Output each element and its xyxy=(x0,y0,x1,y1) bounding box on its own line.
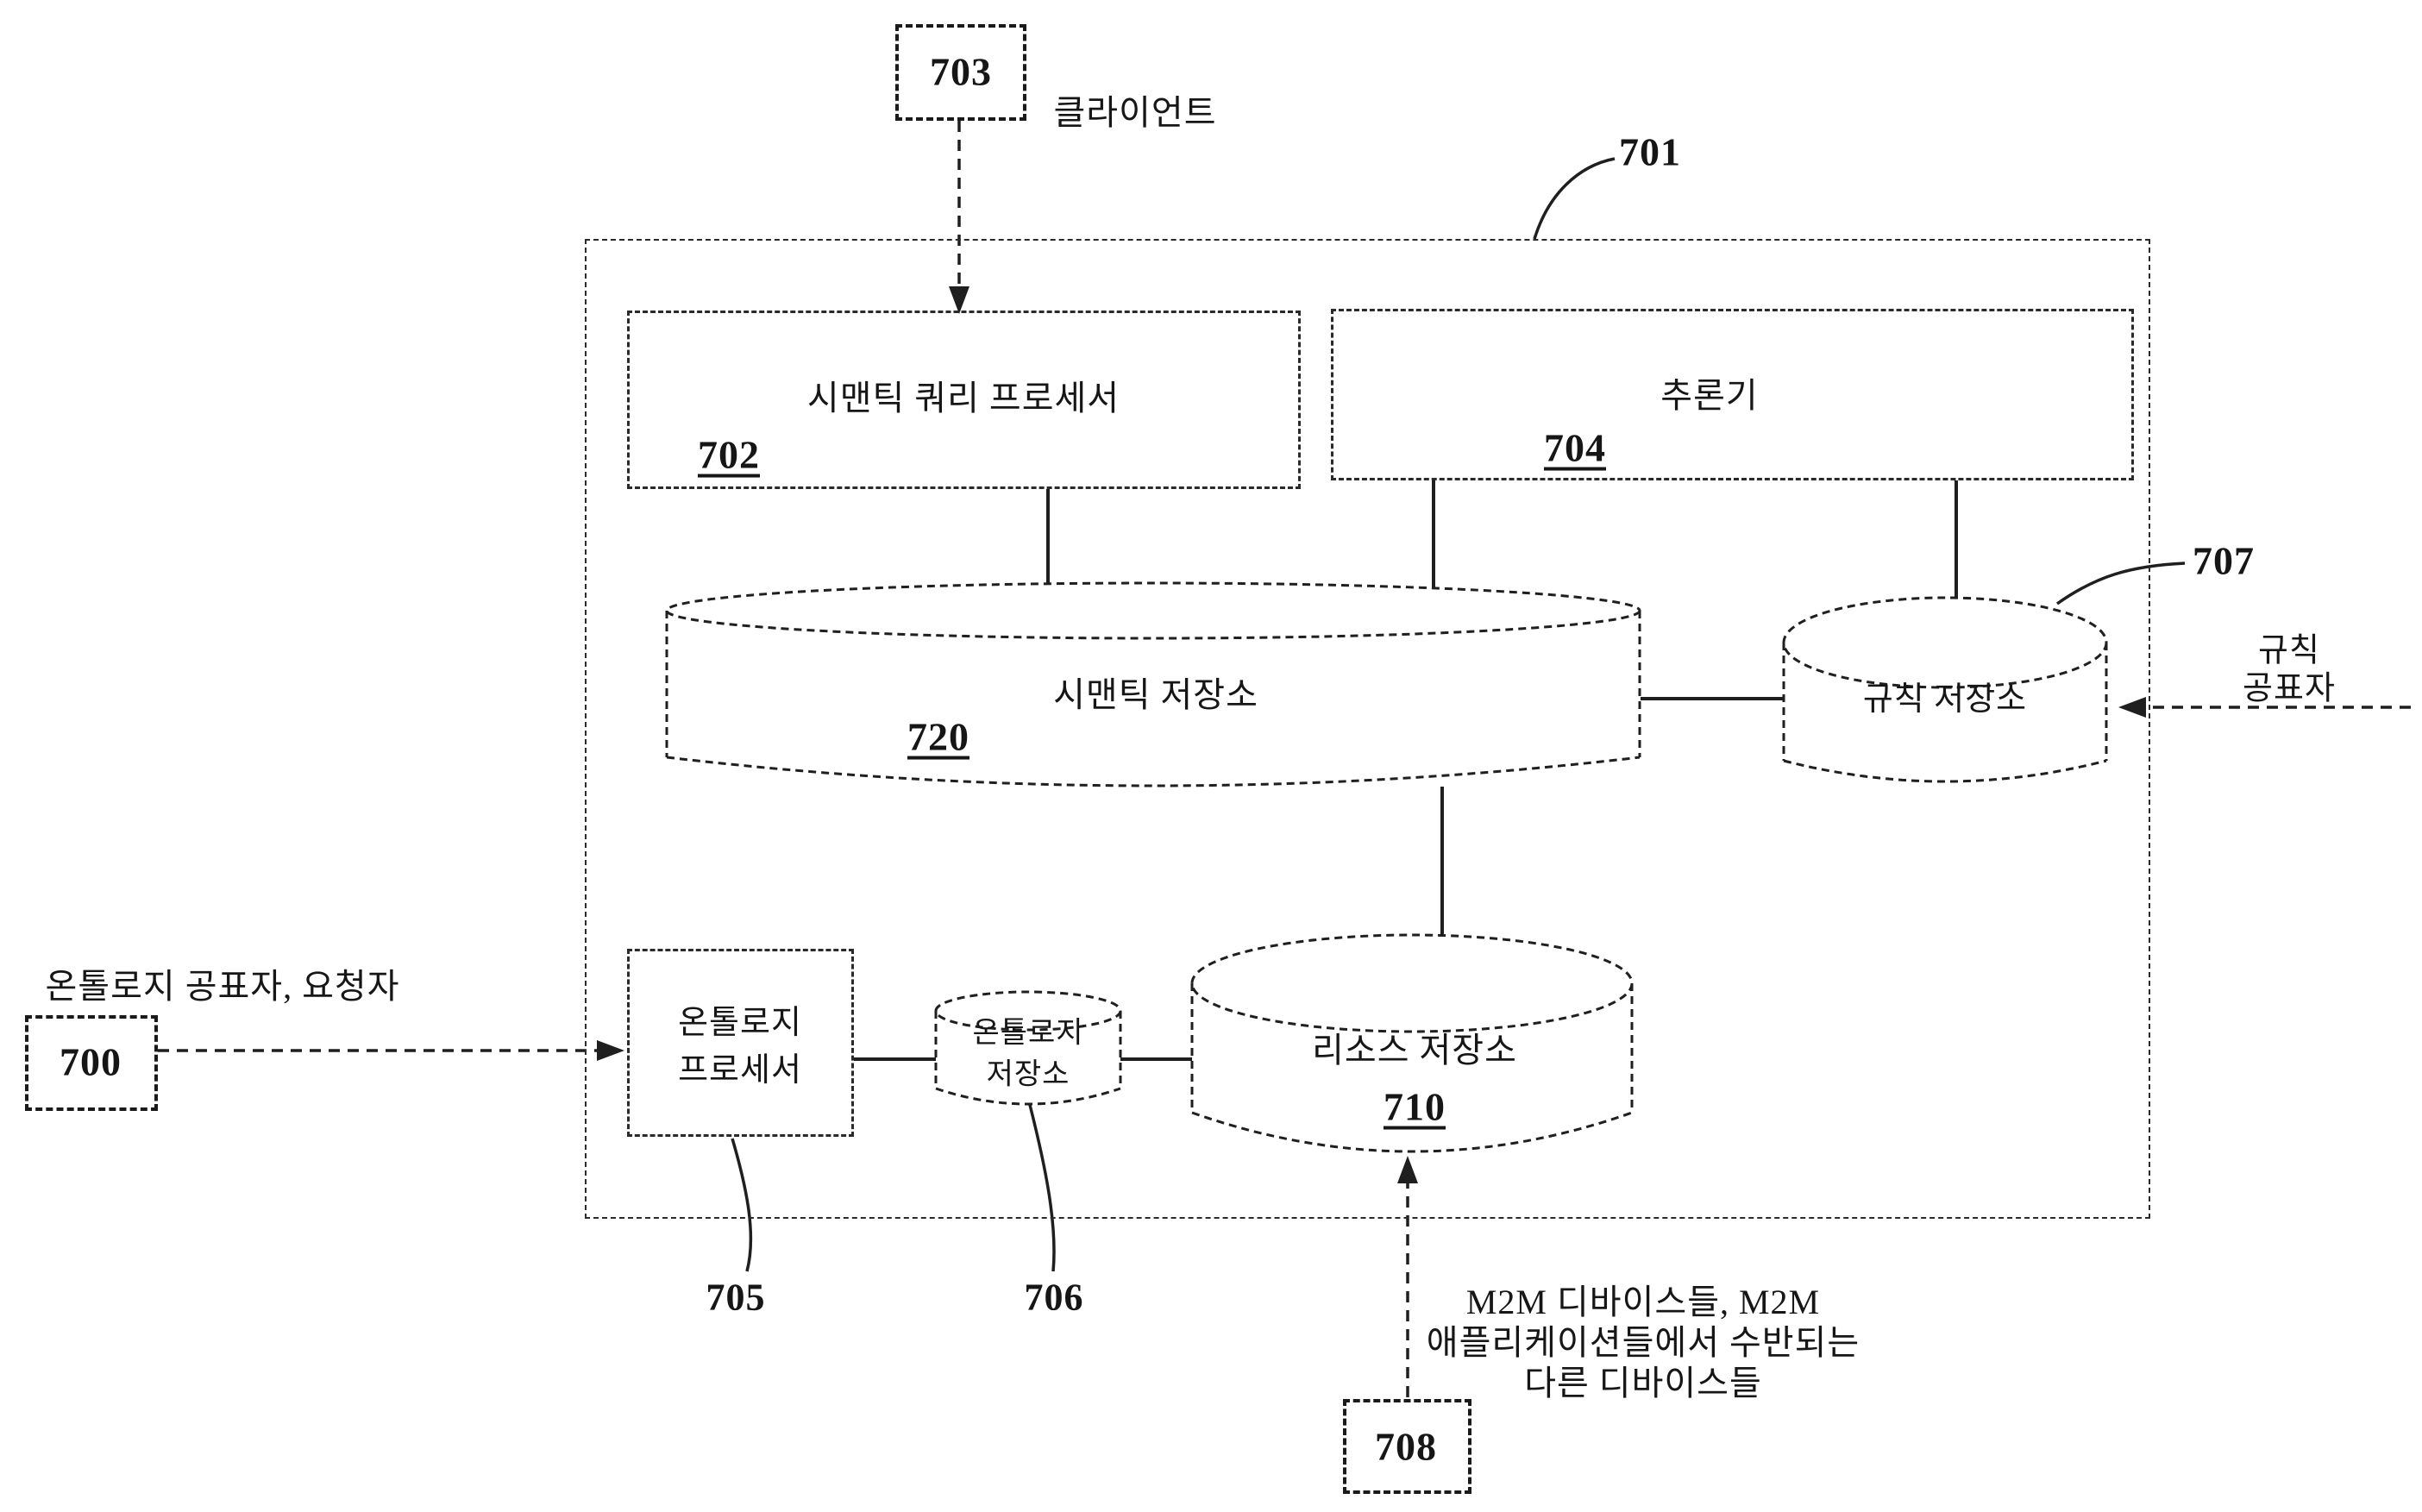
reasoner-title: 추론기 xyxy=(1660,376,1759,415)
arrowheads xyxy=(597,286,2146,1183)
semantic-store-cylinder xyxy=(665,581,1641,787)
leader-701 xyxy=(1533,157,1616,240)
ontology-store-title: 온톨로지 저장소 xyxy=(972,1013,1083,1095)
arrowhead-down-icon xyxy=(949,286,969,314)
m2m-devices-box xyxy=(1343,1399,1471,1494)
reasoner-box xyxy=(1331,309,2134,480)
arrowhead-right-icon xyxy=(597,1040,624,1061)
resource-store-cylinder xyxy=(1190,933,1634,1153)
ontology-processor-ref: 705 xyxy=(706,1276,766,1319)
system-boundary-ref: 701 xyxy=(1619,129,1681,174)
ontology-processor-title: 온톨로지 프로세서 xyxy=(678,1000,802,1095)
client-ref: 703 xyxy=(930,49,992,94)
rule-store-title: 규칙 저장소 xyxy=(1862,681,2028,718)
rule-store-cylinder xyxy=(1782,596,2108,783)
leader-707 xyxy=(2055,562,2186,605)
arrowhead-up-icon xyxy=(1397,1156,1418,1183)
dashed-arrows xyxy=(158,121,2411,1397)
semantic-query-processor-box xyxy=(627,311,1301,489)
m2m-devices-label: M2M 디바이스들, M2M 애플리케이션들에서 수반되는 다른 디바이스들 xyxy=(1427,1282,1860,1404)
arrowhead-left-icon xyxy=(2118,697,2146,718)
semantic-store-title: 시맨틱 저장소 xyxy=(1053,675,1258,714)
ontology-publisher-label: 온톨로지 공표자, 요청자 xyxy=(45,967,400,1006)
rule-publisher-line2: 공표자 xyxy=(2243,670,2336,706)
leader-lines xyxy=(731,157,2186,1272)
ontology-store-line1: 온톨로지 xyxy=(972,1017,1084,1050)
m2m-devices-line2: 애플리케이션들에서 수반되는 xyxy=(1426,1323,1860,1363)
resource-store-ref: 710 xyxy=(1384,1084,1446,1129)
ontology-store-cylinder xyxy=(934,990,1122,1106)
rule-publisher-label: 규칙 공표자 xyxy=(2243,632,2336,707)
ontology-processor-box xyxy=(627,949,854,1137)
client-box xyxy=(895,24,1026,121)
reasoner-ref: 704 xyxy=(1544,425,1606,470)
semantic-store-ref: 720 xyxy=(907,714,969,759)
ontology-processor-line1: 온톨로지 xyxy=(678,1004,802,1041)
ontology-publisher-box xyxy=(25,1015,158,1111)
ontology-store-line2: 저장소 xyxy=(986,1058,1070,1090)
semantic-query-processor-ref: 702 xyxy=(698,432,760,477)
m2m-devices-line3: 다른 디바이스들 xyxy=(1524,1364,1762,1403)
ontology-processor-line2: 프로세서 xyxy=(678,1052,802,1089)
client-label: 클라이언트 xyxy=(1053,93,1217,132)
ontology-publisher-ref: 700 xyxy=(60,1039,122,1084)
ontology-store-ref: 706 xyxy=(1024,1276,1084,1319)
connector-lines xyxy=(854,480,1958,1061)
system-boundary-box xyxy=(585,239,2150,1219)
resource-store-title: 리소스 저장소 xyxy=(1312,1031,1517,1070)
semantic-query-processor-title: 시맨틱 쿼리 프로세서 xyxy=(806,379,1120,417)
leader-706 xyxy=(1028,1104,1056,1272)
rule-store-ref: 707 xyxy=(2193,538,2255,583)
m2m-devices-ref: 708 xyxy=(1375,1424,1437,1469)
m2m-devices-line1: M2M 디바이스들, M2M xyxy=(1465,1283,1821,1322)
leader-705 xyxy=(731,1138,753,1272)
rule-publisher-line1: 규칙 xyxy=(2258,632,2320,669)
